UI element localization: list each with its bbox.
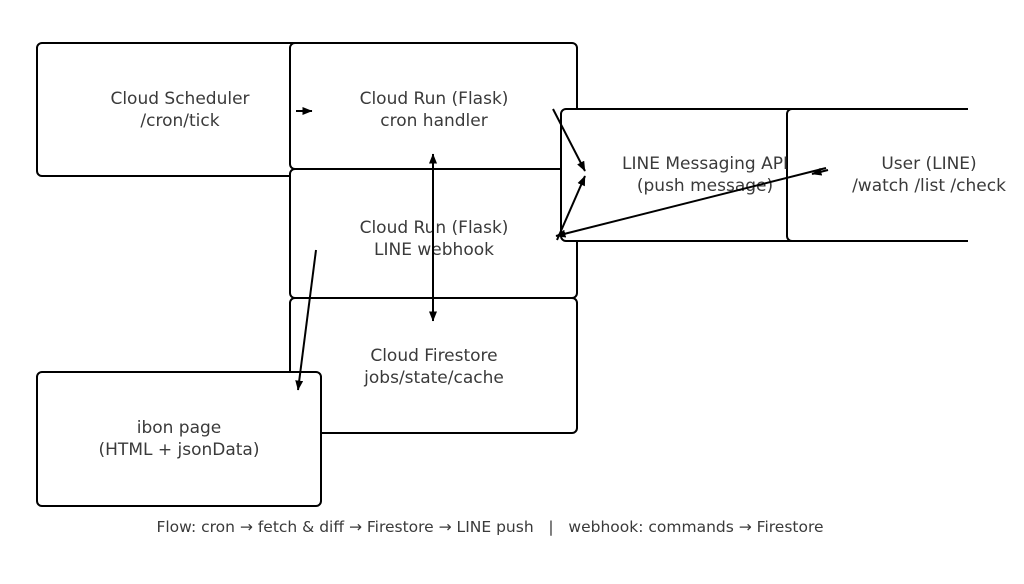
label-cloud-firestore: Cloud Firestore jobs/state/cache xyxy=(364,345,504,389)
label-line: /watch /list /check xyxy=(852,176,1006,196)
label-line: Cloud Firestore xyxy=(370,346,498,366)
label-cloud-scheduler: Cloud Scheduler /cron/tick xyxy=(110,88,249,132)
label-line: LINE webhook xyxy=(374,240,494,260)
flow-caption: Flow: cron → fetch & diff → Firestore → … xyxy=(156,518,824,536)
label-line: (push message) xyxy=(636,176,774,196)
label-line: cron handler xyxy=(380,111,488,131)
label-line: User (LINE) xyxy=(881,154,977,174)
box-ibon-page xyxy=(36,371,322,507)
label-cloud-run-cron: Cloud Run (Flask) cron handler xyxy=(360,88,509,132)
label-line: /cron/tick xyxy=(140,111,220,131)
label-line: jobs/state/cache xyxy=(364,368,504,388)
label-user-line: User (LINE) /watch /list /check xyxy=(852,153,1006,197)
box-cloud-run-cron xyxy=(289,42,578,170)
label-line-messaging-api: LINE Messaging API (push message) xyxy=(622,153,788,197)
box-cloud-scheduler xyxy=(36,42,325,177)
label-line: Cloud Run (Flask) xyxy=(359,218,509,238)
label-line: ibon page xyxy=(136,418,222,438)
label-line: Cloud Scheduler xyxy=(110,89,250,109)
label-ibon-page: ibon page (HTML + jsonData) xyxy=(99,417,260,461)
label-cloud-run-webhook: Cloud Run (Flask) LINE webhook xyxy=(360,217,509,261)
label-line: LINE Messaging API xyxy=(622,154,788,174)
label-line: Cloud Run (Flask) xyxy=(359,89,509,109)
label-line: (HTML + jsonData) xyxy=(98,440,260,460)
